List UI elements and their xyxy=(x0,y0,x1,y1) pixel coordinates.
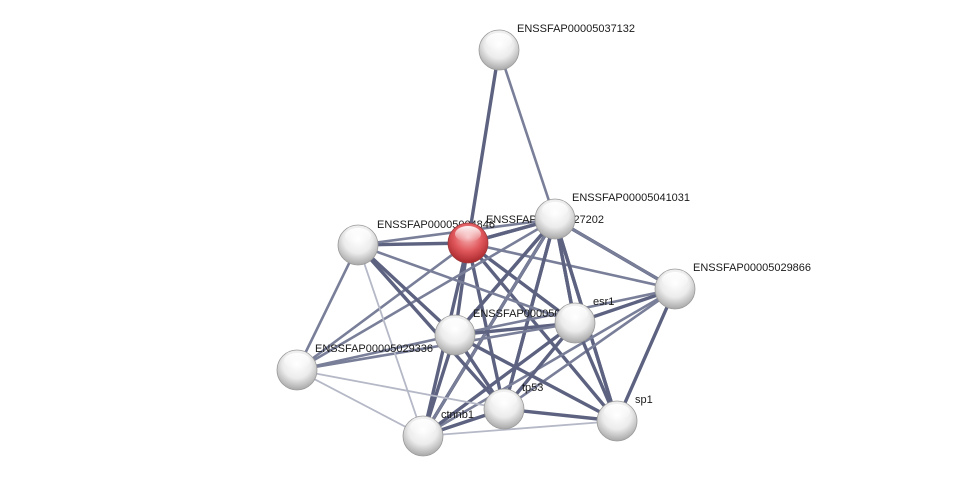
node-n29336[interactable] xyxy=(276,349,318,391)
node-label-ctnnb1: ctnnb1 xyxy=(441,409,474,421)
edge-nLeft-nHidden xyxy=(356,243,457,337)
edge-esr1-ctnnb1 xyxy=(421,321,577,438)
edge-n27202-tp53 xyxy=(502,217,557,411)
edge-n04846-esr1 xyxy=(466,241,577,325)
edge-n27202-n29866 xyxy=(553,217,677,291)
node-label-esr1: esr1 xyxy=(593,296,614,308)
edge-n27202-n29336 xyxy=(295,217,557,372)
edge-nLeft-ctnnb1 xyxy=(357,244,424,437)
node-label-n29866: ENSSFAP00005029866 xyxy=(693,262,811,274)
node-highlight xyxy=(442,318,468,334)
edge-tp53-n29336 xyxy=(296,369,505,410)
node-layer xyxy=(276,29,696,457)
edge-n37132-n41031 xyxy=(497,48,557,221)
edge-n27202-nHidden xyxy=(453,217,557,337)
node-label-tp53: tp53 xyxy=(522,382,543,394)
node-highlight xyxy=(562,306,588,322)
node-label-nHidden: ENSSFAP000050 xyxy=(473,308,560,320)
node-n41031[interactable] xyxy=(534,198,576,240)
node-highlight xyxy=(491,392,517,408)
node-highlight xyxy=(662,272,688,288)
node-n29866[interactable] xyxy=(654,268,696,310)
edge-n29866-sp1 xyxy=(615,287,677,423)
label-layer: ENSSFAP00005037132ENSSFAP00005041031ENSS… xyxy=(315,23,811,421)
edge-n29866-ctnnb1 xyxy=(421,287,677,438)
node-label-sp1: sp1 xyxy=(635,394,653,406)
node-label-n29336: ENSSFAP00005029336 xyxy=(315,343,433,355)
node-highlight xyxy=(410,419,436,435)
edge-n04846-sp1 xyxy=(466,241,619,423)
node-label-n41031: ENSSFAP00005041031 xyxy=(572,192,690,204)
edge-n04846-n29336 xyxy=(295,241,470,372)
node-highlight xyxy=(455,226,481,242)
node-n04846[interactable] xyxy=(447,222,489,264)
node-tp53[interactable] xyxy=(483,388,525,430)
node-sp1[interactable] xyxy=(596,400,638,442)
edge-ctnnb1-sp1 xyxy=(422,420,618,437)
edge-n29866-tp53 xyxy=(502,287,677,411)
edge-nLeft-n29336 xyxy=(295,243,360,372)
edge-nLeft-esr1 xyxy=(356,243,577,325)
node-highlight xyxy=(345,228,371,244)
node-highlight xyxy=(284,353,310,369)
node-highlight xyxy=(486,33,512,49)
edge-esr1-n29336 xyxy=(295,321,577,372)
node-nLeft[interactable] xyxy=(337,224,379,266)
node-n37132[interactable] xyxy=(478,29,520,71)
edge-n37132-n04846 xyxy=(466,48,501,245)
node-highlight xyxy=(542,202,568,218)
edge-nHidden-sp1 xyxy=(453,333,619,423)
node-esr1[interactable] xyxy=(554,302,596,344)
node-nHidden[interactable] xyxy=(434,314,476,356)
edge-nLeft-tp53 xyxy=(356,243,506,411)
node-label-n37132: ENSSFAP00005037132 xyxy=(517,23,635,35)
edge-ctnnb1-n29336 xyxy=(296,369,424,437)
node-highlight xyxy=(604,404,630,420)
node-ctnnb1[interactable] xyxy=(402,415,444,457)
edge-nHidden-n29336 xyxy=(295,333,457,372)
